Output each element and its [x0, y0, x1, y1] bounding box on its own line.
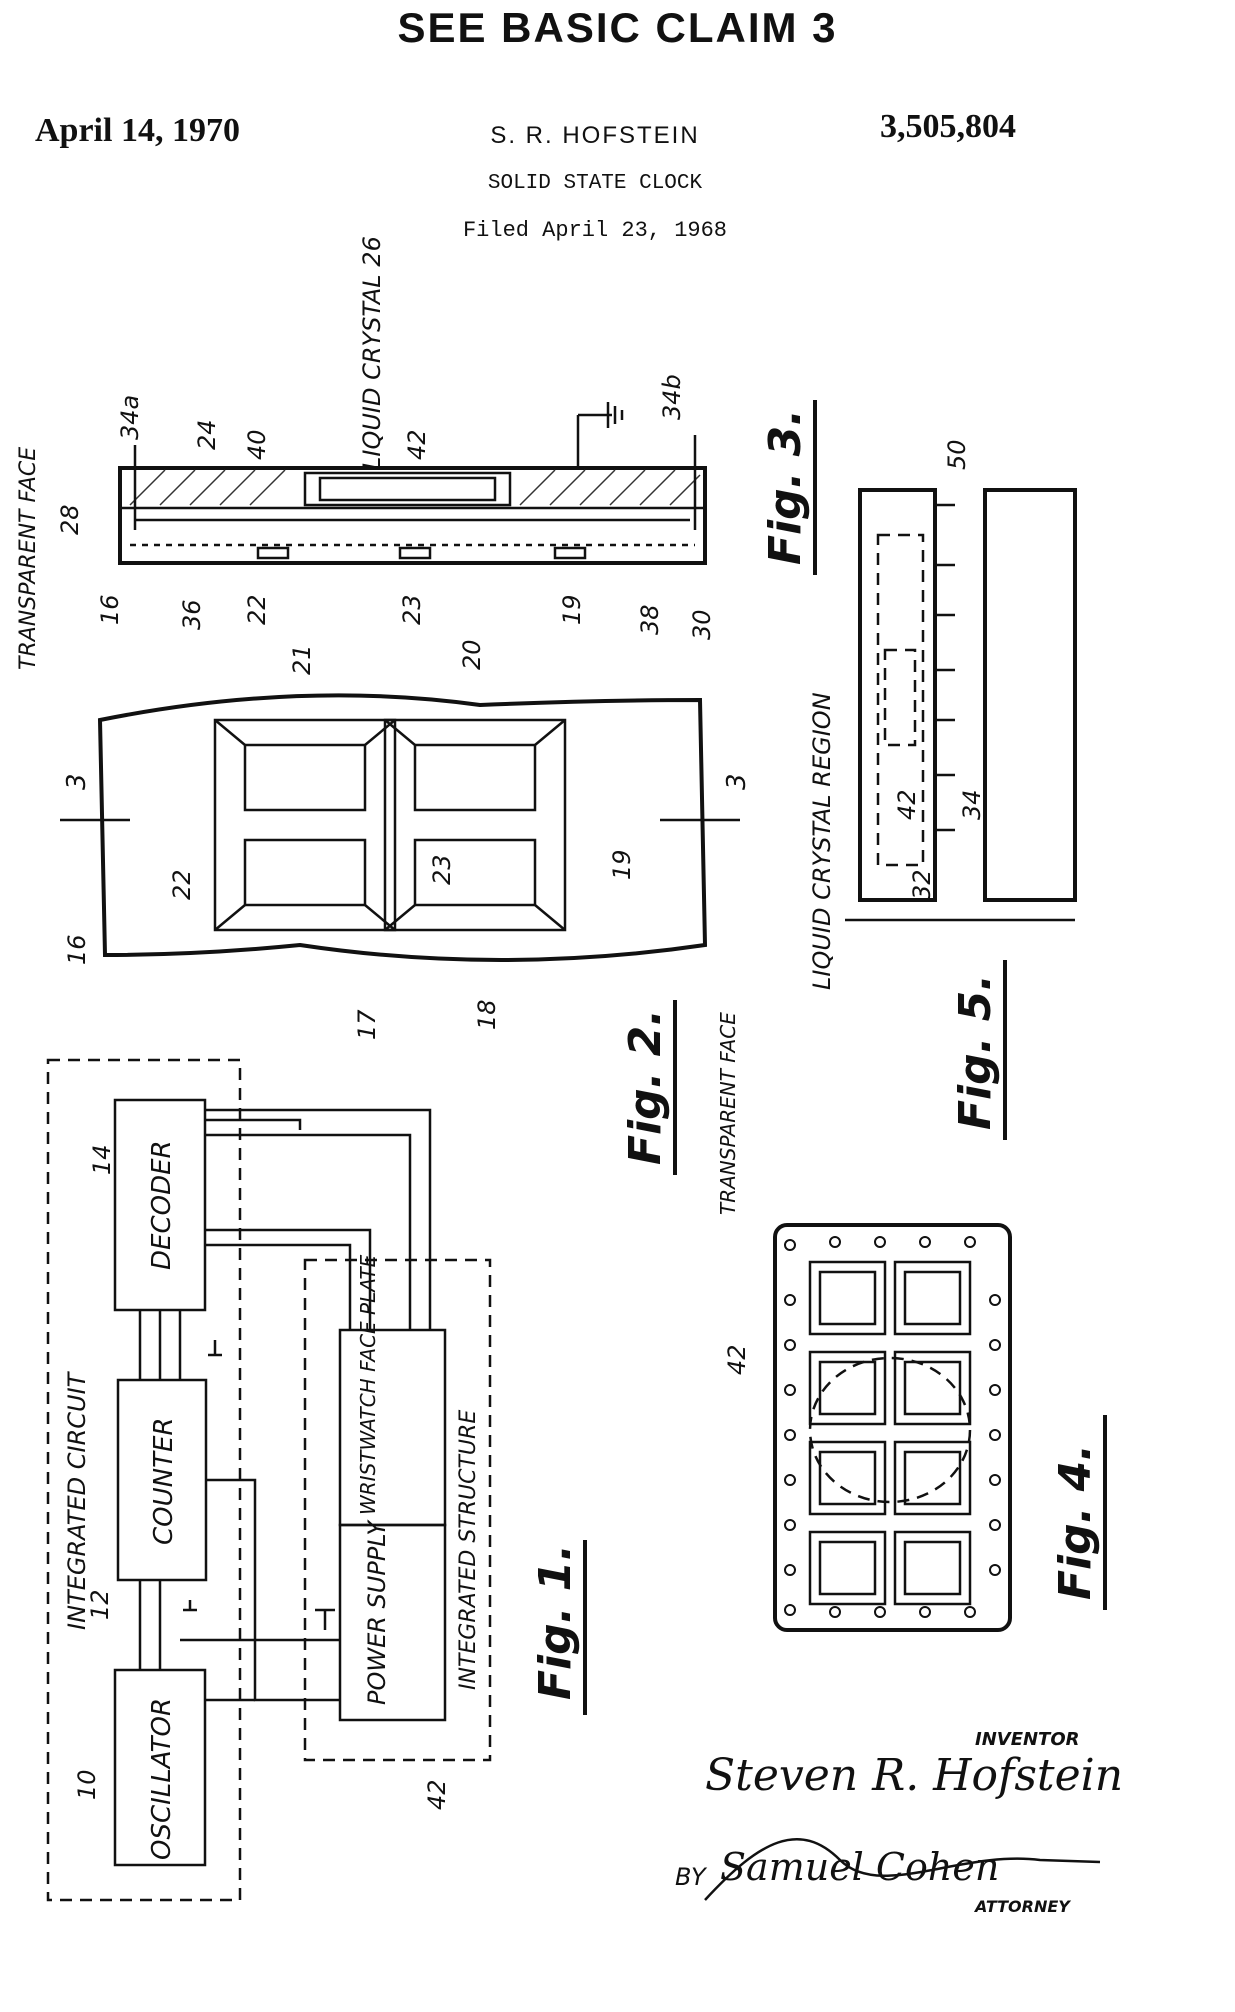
fig4-ref-42: 42 — [723, 1344, 751, 1375]
fig5-ref-42: 42 — [893, 789, 921, 820]
fig1-power-supply-block[interactable] — [340, 1525, 445, 1720]
fig3-ref-40: 40 — [243, 429, 271, 460]
fig2-transparent-face-label: TRANSPARENT FACE — [716, 1012, 740, 1215]
fig2-ref-19: 19 — [608, 849, 636, 880]
fig1-faceplate-label: WRISTWATCH FACE PLATE — [356, 1254, 380, 1515]
fig1-ref-42: 42 — [423, 1779, 451, 1810]
fig1-oscillator-label: OSCILLATOR — [147, 1698, 177, 1860]
fig3-figure-label: Fig. 3. — [760, 409, 811, 565]
fig2-digit-left — [215, 720, 395, 930]
fig3-transparent-face-label: TRANSPARENT FACE — [16, 447, 41, 670]
fig1-ref-14: 14 — [88, 1144, 116, 1175]
fig2-ref-23: 23 — [428, 854, 456, 885]
fig2-section-mark-right: 3 — [722, 773, 752, 790]
fig1-ref-10: 10 — [73, 1769, 101, 1800]
fig1-decoder-label: DECODER — [147, 1140, 177, 1270]
fig3-ref-23: 23 — [398, 594, 426, 625]
fig1-integrated-structure-label: INTEGRATED STRUCTURE — [456, 1410, 481, 1690]
inventor-signature: Steven R. Hofstein — [705, 1750, 1123, 1801]
fig3-ref-28: 28 — [56, 504, 84, 535]
fig3-ref-30: 30 — [688, 609, 716, 640]
fig2-ref-16: 16 — [63, 934, 91, 965]
fig3-cross-section: TRANSPARENT FACE LIQUID CRYSTAL 26 34a 2… — [16, 236, 815, 670]
fig3-ref-16: 16 — [96, 594, 124, 625]
fig2-ref-21: 21 — [288, 644, 316, 675]
fig3-ref-24: 24 — [193, 419, 221, 450]
fig2-ref-18: 18 — [473, 999, 501, 1030]
fig2-ref-22: 22 — [168, 869, 196, 900]
fig3-ref-42: 42 — [403, 429, 431, 460]
fig2-display-face: 3 3 16 17 18 19 20 21 22 23 TRANSPARENT … — [60, 639, 752, 1215]
fig3-ref-36: 36 — [178, 599, 206, 630]
fig1-figure-label: Fig. 1. — [530, 1544, 581, 1700]
signature-block: INVENTOR Steven R. Hofstein BY Samuel Co… — [675, 1729, 1123, 1916]
attorney-caption: ATTORNEY — [973, 1897, 1071, 1916]
fig1-ref-12: 12 — [86, 1589, 114, 1620]
fig3-liquid-crystal-label: LIQUID CRYSTAL 26 — [358, 236, 386, 470]
fig1-block-diagram: INTEGRATED CIRCUIT OSCILLATOR COUNTER DE… — [48, 1060, 585, 1900]
fig3-ref-34a: 34a — [116, 395, 144, 440]
fig5-figure-label: Fig. 5. — [950, 974, 1001, 1130]
inventor-caption: INVENTOR — [975, 1729, 1080, 1750]
fig4-figure-label: Fig. 4. — [1050, 1444, 1101, 1600]
fig1-power-supply-label: POWER SUPPLY — [363, 1519, 391, 1705]
fig2-digit-right — [385, 720, 565, 930]
fig3-ref-34b: 34b — [658, 374, 686, 420]
fig2-ref-20: 20 — [458, 639, 486, 670]
fig2-figure-label: Fig. 2. — [620, 1009, 671, 1165]
fig5-assembly: LIQUID CRYSTAL REGION 50 42 34 32 Fig. 5… — [808, 439, 1075, 1140]
fig5-ref-34: 34 — [958, 789, 986, 820]
fig2-ref-17: 17 — [353, 1009, 381, 1040]
fig5-liquid-crystal-region-label: LIQUID CRYSTAL REGION — [808, 692, 836, 990]
fig4-display-panel: 42 Fig. 4. — [723, 1225, 1105, 1630]
fig5-plate-50 — [985, 490, 1075, 900]
fig4-circuit-42-outline — [810, 1358, 970, 1502]
by-label: BY — [675, 1863, 708, 1891]
fig1-counter-label: COUNTER — [149, 1418, 179, 1545]
fig3-ref-38: 38 — [636, 604, 664, 635]
fig5-ref-32: 32 — [908, 869, 936, 900]
fig3-ref-19: 19 — [558, 594, 586, 625]
fig2-section-mark-left: 3 — [62, 773, 92, 790]
fig5-ref-50: 50 — [943, 439, 971, 470]
fig3-ref-22: 22 — [243, 594, 271, 625]
